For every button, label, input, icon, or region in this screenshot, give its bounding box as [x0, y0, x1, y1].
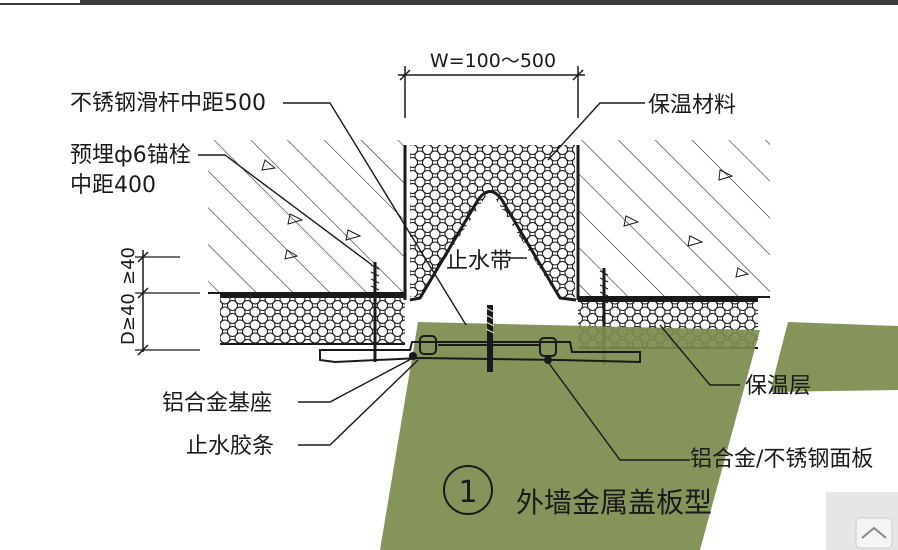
rubber-strip-label: 止水胶条	[186, 434, 274, 459]
green-overlay-main	[380, 322, 760, 550]
leader-lines	[198, 102, 740, 461]
face-plate-label: 铝合金/不锈钢面板	[690, 447, 873, 472]
chevron-up-icon	[861, 526, 887, 539]
scroll-top-button[interactable]	[826, 492, 898, 550]
anchor-label-line2: 中距400	[70, 173, 156, 198]
detail-title: 外墙金属盖板型	[516, 486, 712, 519]
dim-upper-label: ≥40	[118, 247, 139, 285]
left-insulation-layer	[220, 294, 405, 345]
dim-lower-label: D≥40	[118, 293, 139, 345]
water-stop-belt-shape	[409, 190, 577, 302]
right-wall-concrete	[578, 140, 770, 298]
leader-anchor	[198, 154, 373, 266]
thickness-dimension	[135, 250, 200, 356]
anchor-label-line1: 预埋ф6锚栓	[70, 143, 191, 168]
insulation-material-label: 保温材料	[648, 93, 736, 118]
leader-rubber-strip	[298, 359, 419, 446]
leader-face-plate	[547, 361, 690, 461]
leader-insulation-material	[547, 102, 645, 161]
center-slide-bar	[485, 305, 495, 372]
green-overlay-right	[770, 322, 898, 392]
insulation-layer-label: 保温层	[745, 374, 811, 399]
leader-insulation-layer	[659, 324, 740, 386]
joint-insulation-material	[403, 145, 580, 300]
water-stop-belt-label: 止水带	[446, 249, 512, 274]
width-dimension-label: W=100～500	[430, 50, 556, 72]
detail-number: 1	[458, 475, 477, 510]
leader-alu-base	[298, 357, 414, 403]
anchor-bolt-left	[370, 262, 380, 362]
leader-slide-bar	[283, 102, 467, 326]
page-top-border	[80, 0, 898, 5]
detail-number-circle	[443, 465, 493, 515]
width-dimension	[398, 66, 585, 118]
slide-bar-label: 不锈钢滑杆中距500	[70, 91, 266, 116]
alu-base-label: 铝合金基座	[162, 391, 272, 416]
